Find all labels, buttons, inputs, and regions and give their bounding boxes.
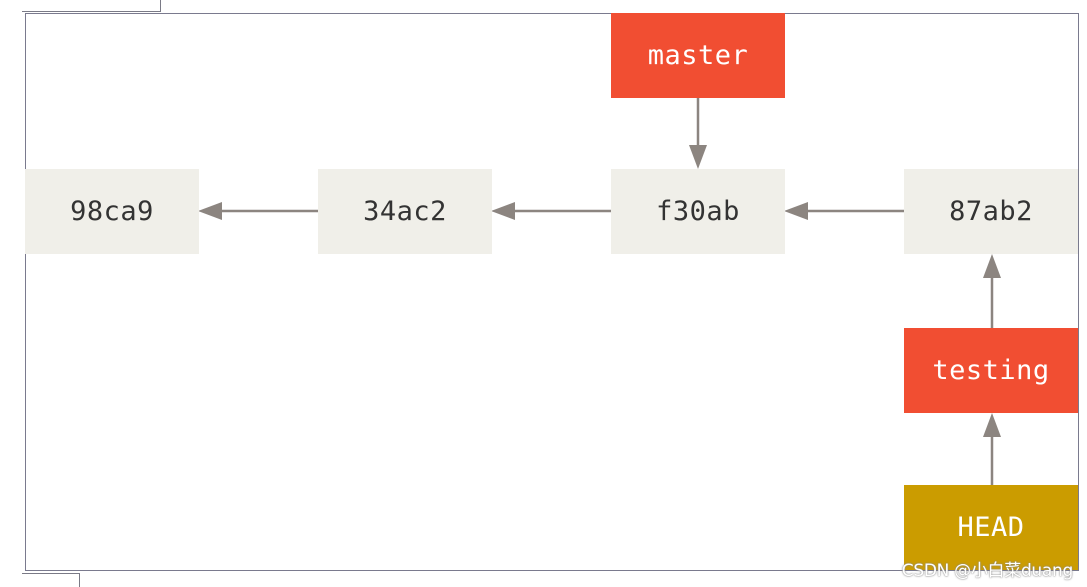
branch-master: master: [611, 13, 785, 98]
arrow-master-to-f30ab: [689, 98, 707, 169]
arrow-testing-to-87ab2: [983, 254, 1001, 328]
arrow-87ab2-to-f30ab: [784, 202, 904, 220]
head-pointer: HEAD: [904, 485, 1078, 570]
crop-mark-top: [22, 0, 161, 12]
arrow-head-to-testing: [983, 413, 1001, 485]
commit-34ac2: 34ac2: [318, 169, 492, 254]
crop-mark-bottom: [22, 573, 80, 587]
branch-testing: testing: [904, 328, 1078, 413]
watermark: CSDN @小白菜duang: [901, 561, 1074, 581]
commit-98ca9: 98ca9: [25, 169, 199, 254]
diagram-frame: [25, 13, 1079, 571]
arrow-34ac2-to-98ca9: [198, 202, 318, 220]
commit-f30ab: f30ab: [611, 169, 785, 254]
commit-87ab2: 87ab2: [904, 169, 1078, 254]
arrow-f30ab-to-34ac2: [491, 202, 611, 220]
